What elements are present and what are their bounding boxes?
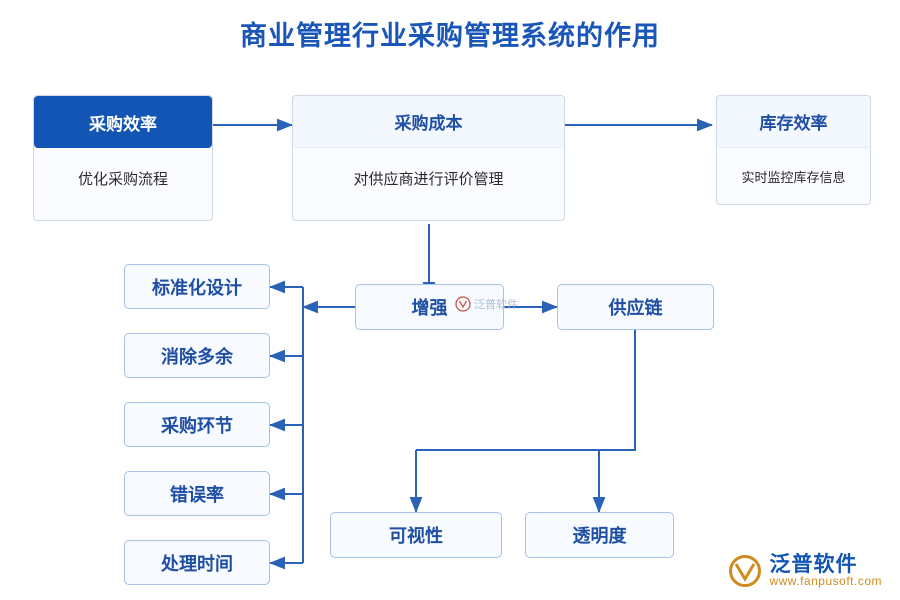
- watermark: 泛普软件: [455, 296, 518, 312]
- node-visibility[interactable]: 可视性: [330, 512, 502, 558]
- node-standardize[interactable]: 标准化设计: [124, 264, 270, 309]
- card-inventory-body: 实时监控库存信息: [741, 169, 846, 185]
- card-inventory[interactable]: 库存效率 实时监控库存信息: [716, 95, 871, 205]
- node-enhance-label: 增强: [411, 298, 448, 318]
- page-title: 商业管理行业采购管理系统的作用: [240, 21, 660, 51]
- brand-logo-name: 泛普软件: [769, 552, 858, 577]
- node-error-rate[interactable]: 错误率: [124, 471, 270, 516]
- card-efficiency[interactable]: 采购效率 优化采购流程: [33, 95, 213, 221]
- card-cost-body: 对供应商进行评价管理: [353, 171, 504, 188]
- node-procure-step[interactable]: 采购环节: [124, 402, 270, 447]
- card-cost[interactable]: 采购成本 对供应商进行评价管理: [292, 95, 565, 221]
- node-process-time-label: 处理时间: [161, 553, 233, 574]
- node-standardize-label: 标准化设计: [152, 277, 242, 298]
- node-procure-step-label: 采购环节: [161, 415, 233, 436]
- node-supply-chain[interactable]: 供应链: [557, 284, 714, 330]
- node-remove-excess-label: 消除多余: [161, 346, 233, 367]
- card-cost-title: 采购成本: [293, 96, 564, 148]
- node-transparency-label: 透明度: [572, 526, 627, 546]
- node-visibility-label: 可视性: [389, 526, 443, 546]
- brand-logo-icon: [728, 554, 762, 588]
- node-enhance[interactable]: 增强: [355, 284, 504, 330]
- brand-logo: 泛普软件 www.fanpusoft.com: [728, 553, 882, 588]
- node-remove-excess[interactable]: 消除多余: [124, 333, 270, 378]
- watermark-text: 泛普软件: [474, 299, 518, 311]
- card-efficiency-body: 优化采购流程: [77, 171, 168, 188]
- brand-logo-url: www.fanpusoft.com: [769, 574, 882, 589]
- card-inventory-title: 库存效率: [717, 96, 870, 148]
- card-efficiency-title: 采购效率: [34, 96, 212, 148]
- watermark-logo-icon: [455, 296, 471, 312]
- node-supply-chain-label: 供应链: [608, 298, 663, 318]
- node-process-time[interactable]: 处理时间: [124, 540, 270, 585]
- node-transparency[interactable]: 透明度: [525, 512, 674, 558]
- node-error-rate-label: 错误率: [170, 484, 224, 505]
